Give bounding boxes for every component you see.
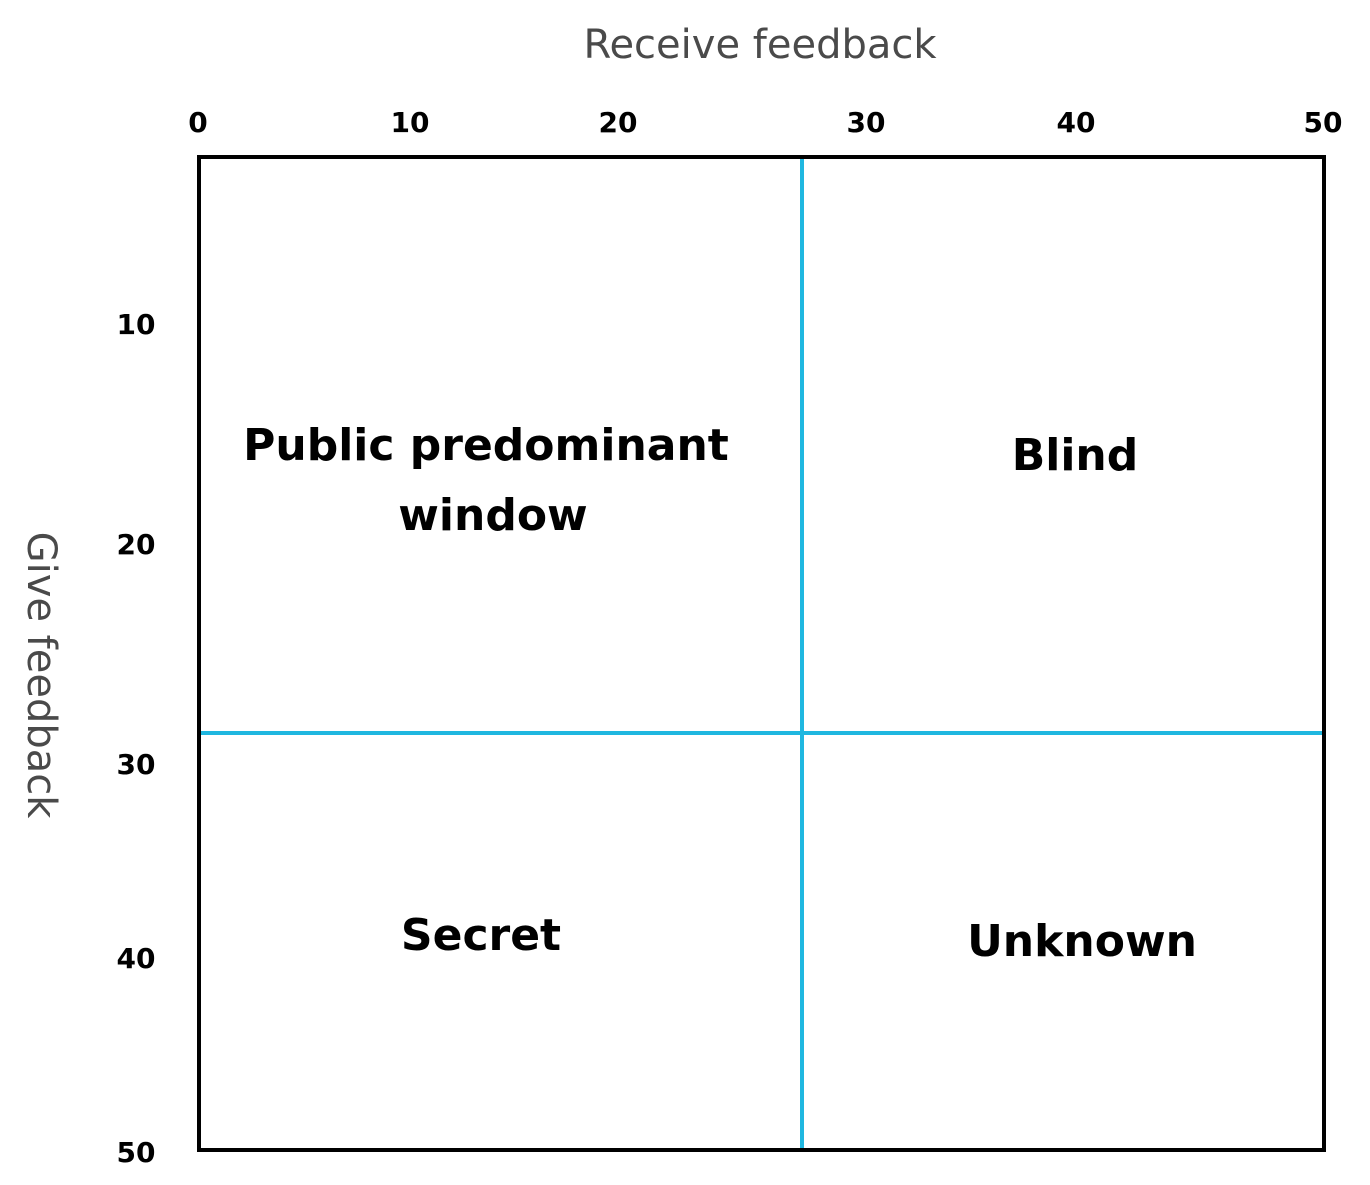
y-tick-label: 30 [117, 748, 156, 781]
y-tick-label: 20 [117, 528, 156, 561]
x-tick-label: 50 [1304, 106, 1343, 139]
x-axis-title: Receive feedback [583, 22, 937, 68]
x-tick-label: 20 [599, 106, 638, 139]
quadrant-public-label: Public predominant [243, 420, 729, 471]
y-axis-title: Give feedback [18, 532, 64, 820]
quadrant-secret-label: Secret [401, 910, 561, 961]
quadrant-blind-label: Blind [1012, 430, 1139, 481]
y-tick-label: 50 [117, 1136, 156, 1169]
quadrant-unknown-label: Unknown [967, 916, 1197, 967]
x-tick-label: 0 [188, 106, 207, 139]
x-tick-label: 10 [391, 106, 430, 139]
window-frame [197, 155, 1326, 1152]
y-tick-label: 10 [117, 308, 156, 341]
y-tick-label: 40 [117, 942, 156, 975]
x-tick-label: 30 [847, 106, 886, 139]
quadrant-public-label: window [398, 490, 587, 541]
x-tick-label: 40 [1057, 106, 1096, 139]
